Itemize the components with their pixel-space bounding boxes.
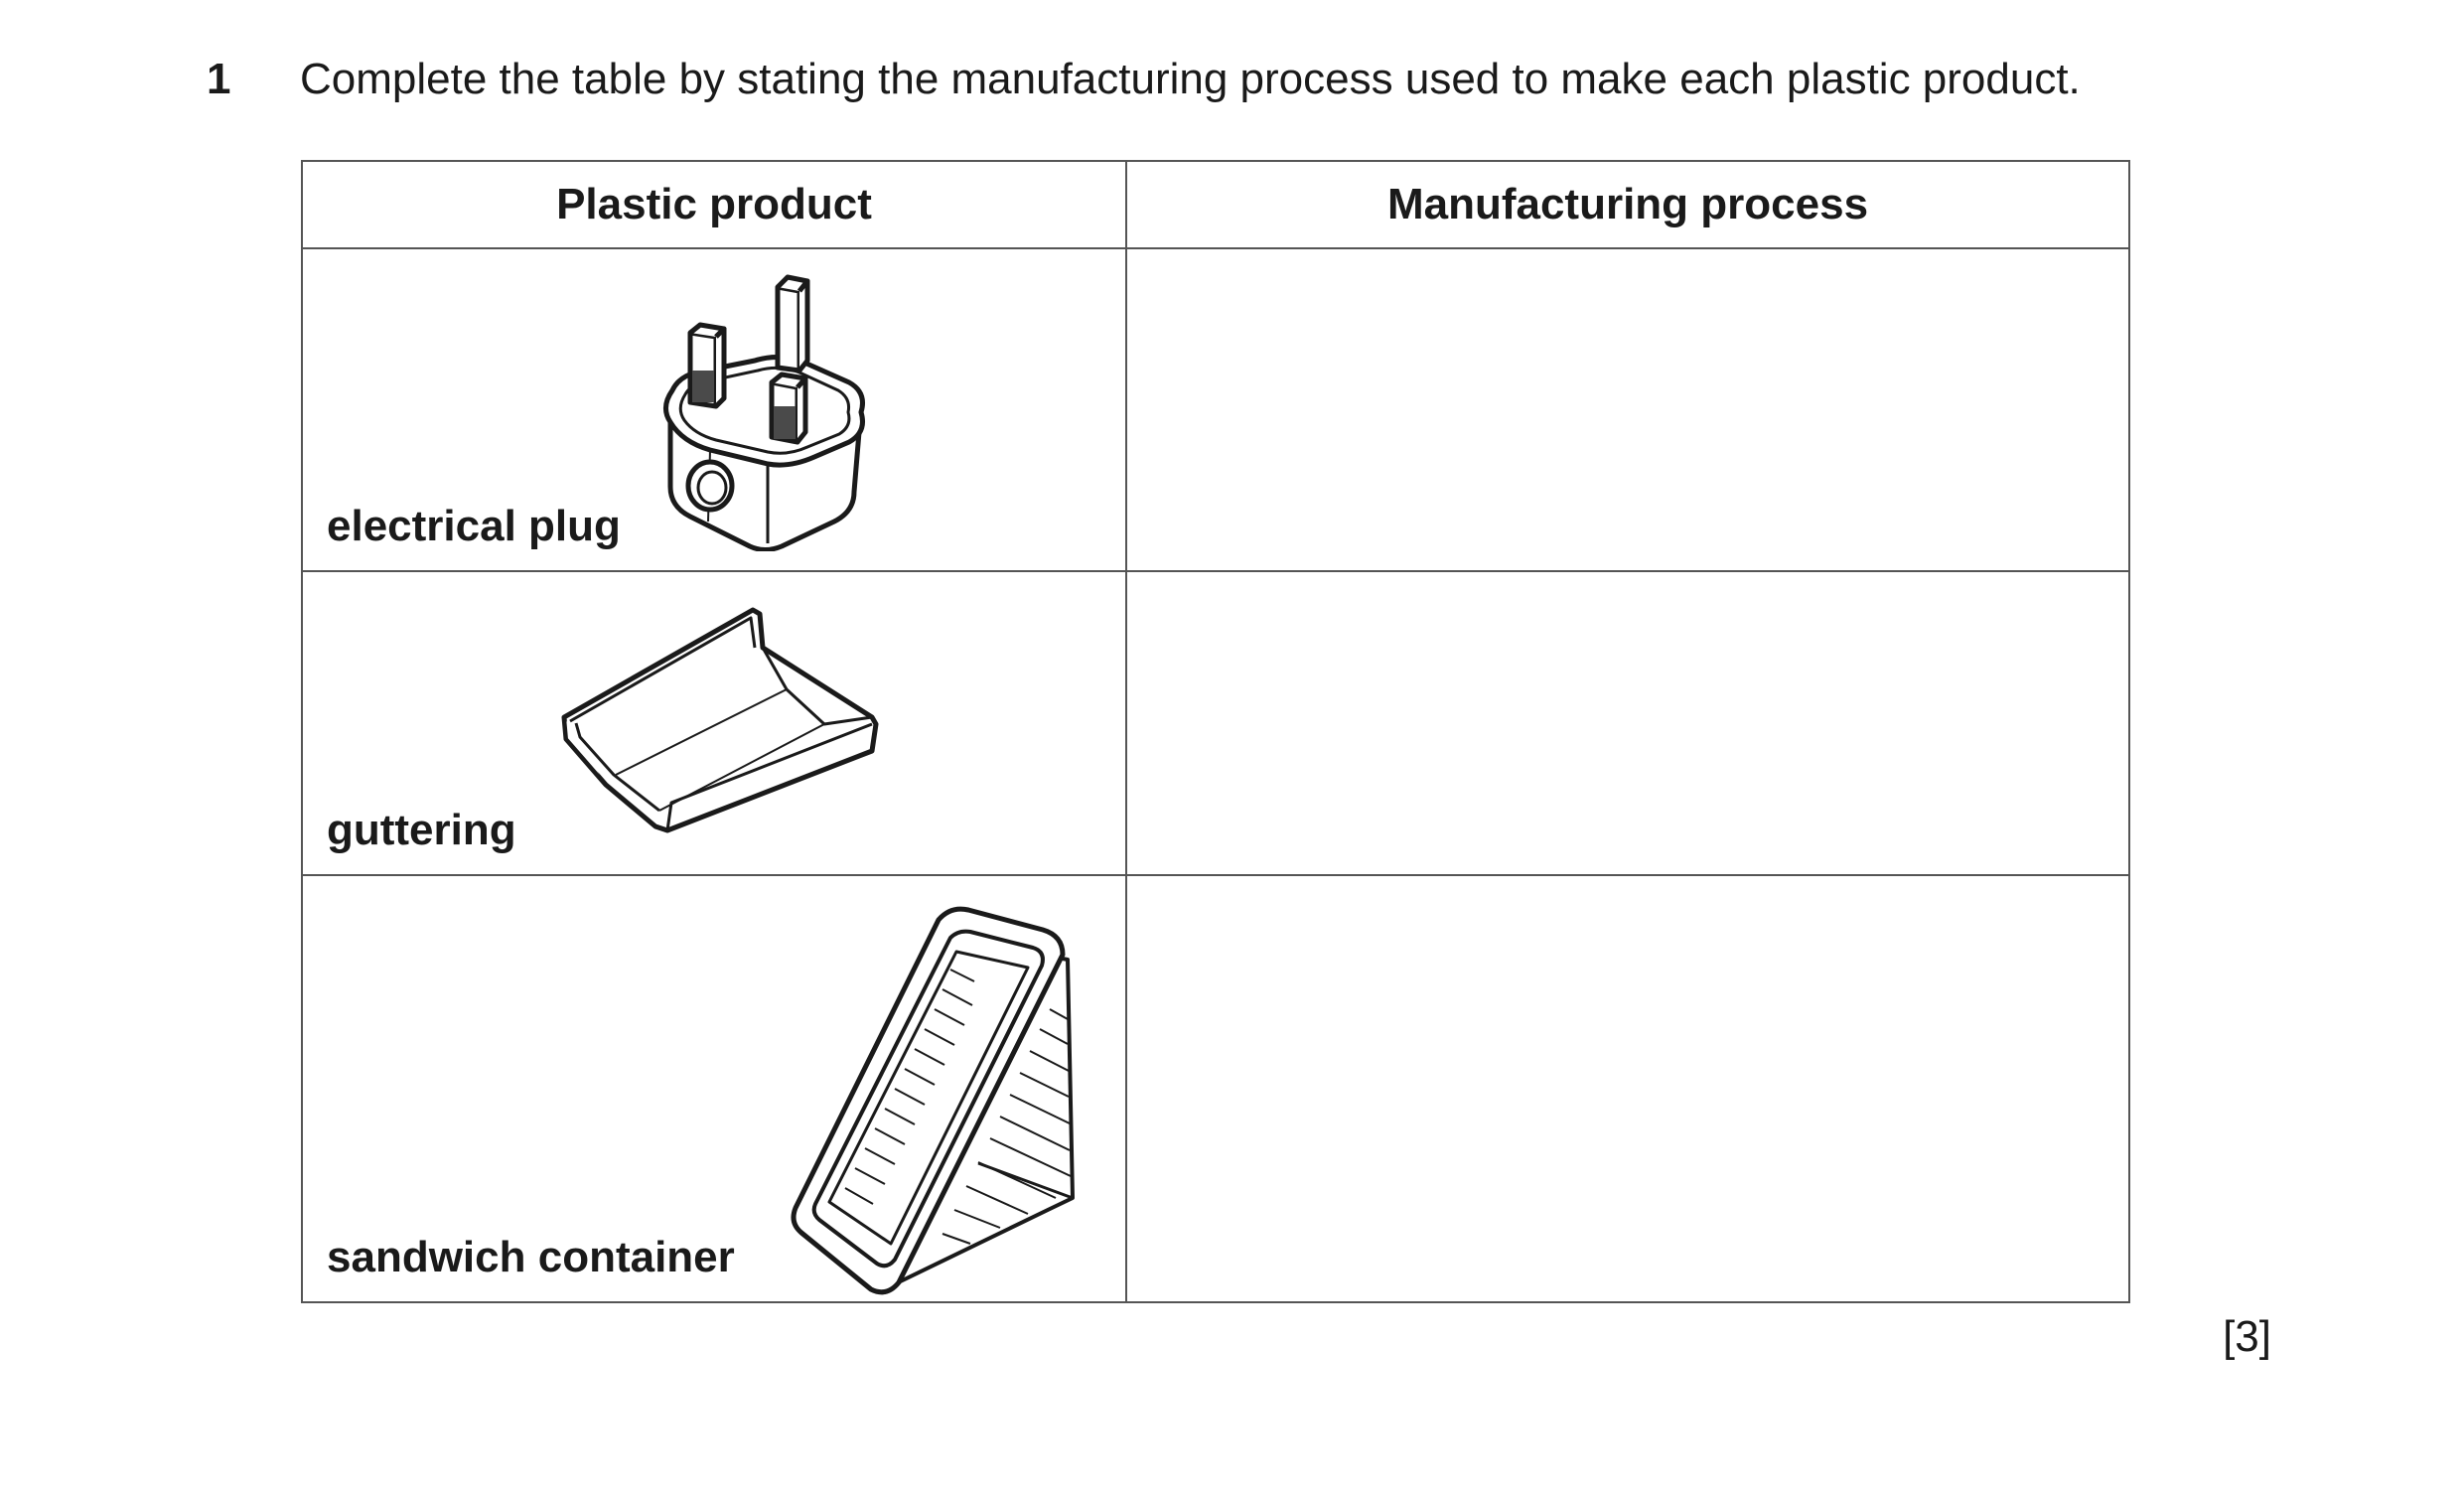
process-cell-sandwich-container[interactable] xyxy=(1125,874,2130,1303)
answer-table: Plastic product Manufacturing process el… xyxy=(301,160,2130,1303)
table-row: electrical plug xyxy=(301,247,2130,572)
product-cell-sandwich-container: sandwich container xyxy=(301,874,1127,1303)
table-header-row: Plastic product Manufacturing process xyxy=(301,160,2130,249)
electrical-plug-icon xyxy=(663,274,865,551)
product-label-sandwich-container: sandwich container xyxy=(327,1233,735,1281)
header-plastic-product: Plastic product xyxy=(301,160,1127,249)
product-cell-guttering: guttering xyxy=(301,570,1127,876)
table-row: sandwich container xyxy=(301,874,2130,1303)
product-label-guttering: guttering xyxy=(327,806,516,854)
process-cell-electrical-plug[interactable] xyxy=(1125,247,2130,572)
process-cell-guttering[interactable] xyxy=(1125,570,2130,876)
product-cell-electrical-plug: electrical plug xyxy=(301,247,1127,572)
marks-allocation: [3] xyxy=(2223,1312,2271,1361)
product-label-electrical-plug: electrical plug xyxy=(327,502,621,550)
guttering-icon xyxy=(561,607,879,833)
table-row: guttering xyxy=(301,570,2130,876)
header-manufacturing-process: Manufacturing process xyxy=(1125,160,2130,249)
question-number: 1 xyxy=(207,55,231,103)
question-text: Complete the table by stating the manufa… xyxy=(300,55,2081,103)
sandwich-container-icon xyxy=(791,906,1075,1295)
